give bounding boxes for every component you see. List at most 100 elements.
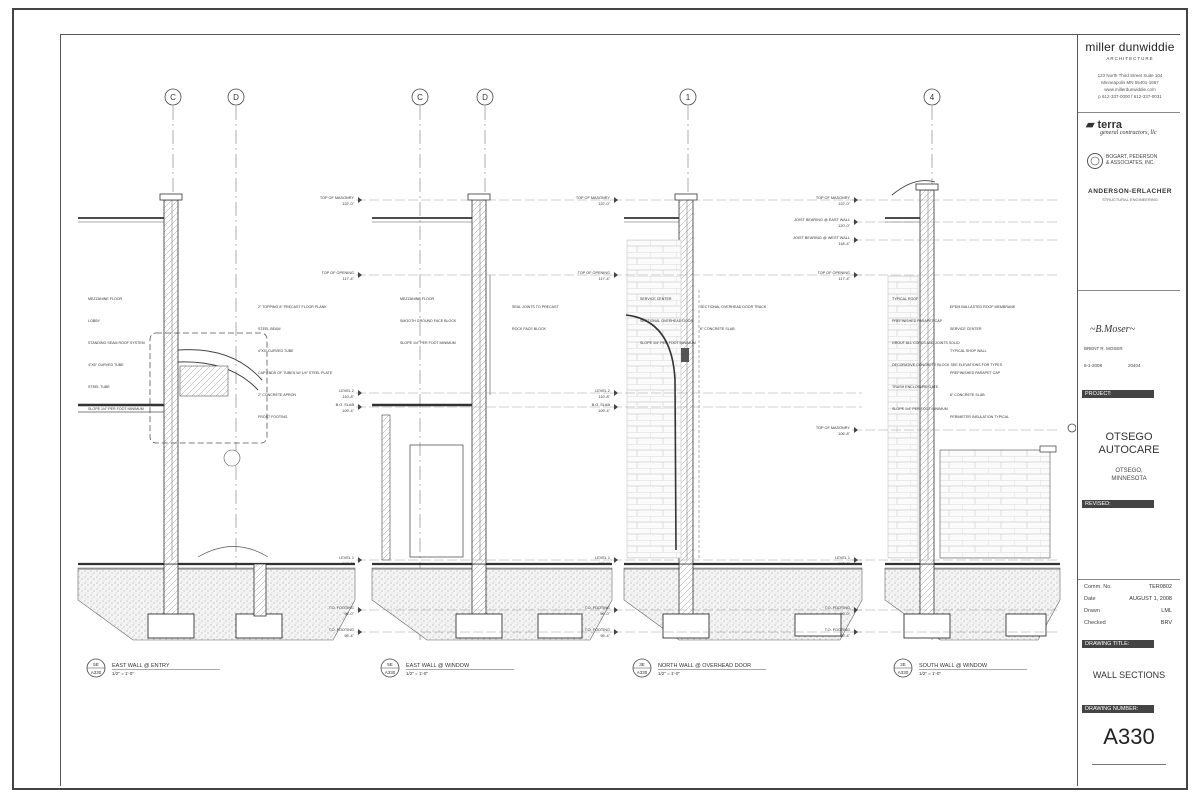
project-name-line1: OTSEGO [1105,431,1153,443]
canopy-detail-boundary [149,332,268,444]
grid-label: D [233,93,239,102]
divider [1078,290,1180,291]
section-note: 6" CONCRETE SLAB [950,393,985,397]
info-label: Checked [1084,620,1106,626]
section-note: DECORATIVE CONCRETE BLOCK SEE ELEVATIONS… [892,363,1003,367]
section-tag-sheet: A330 [91,670,102,675]
level-name: LEVEL 2 [595,389,610,393]
level-elevation: 122'-0" [598,202,610,206]
grid-bubble [923,88,941,106]
project-state: MINNESOTA [1111,476,1147,482]
consultant1-line2: & ASSOCIATES, INC. [1106,160,1155,166]
license-number: 20404 [1128,363,1141,368]
level-elevation: 122'-0" [838,202,850,206]
level-marker-icon [854,557,858,563]
level-elevation: 95'-4" [344,634,354,638]
section-note: SECTIONAL OVERHEAD DOOR [640,319,694,323]
level-elevation: 96'-0" [344,612,354,616]
block-wall-elevation [626,239,682,559]
level-marker-icon [358,404,362,410]
section-title: EAST WALL @ ENTRY [112,663,170,669]
masonry-wall [471,199,487,565]
consultant1-line1: BOGART, PEDERSON [1106,154,1158,160]
drawing-number-label: DRAWING NUMBER: [1082,705,1154,713]
level-marker-icon [854,607,858,613]
section-note: LOBBY [88,319,101,323]
section-note: 6" CONCRETE SLAB [700,327,735,331]
section-scale: 1/2" = 1'-0" [919,671,941,676]
section-note: MEZZANINE FLOOR [400,297,435,301]
project-city: OTSEGO, [1115,468,1143,474]
frost-footing-wall [253,563,267,617]
section-note: STANDING SEAM ROOF SYSTEM [88,341,145,345]
firm-name: miller dunwiddie [1085,40,1175,54]
level-elevation: 118'-4" [838,242,850,246]
section-scale: 1/2" = 1'-0" [658,671,680,676]
level-name: B.O. SLAB [592,403,611,407]
grid-bubble [679,88,697,106]
level-marker-icon [614,390,618,396]
sign-date: 8-1-2008 [1084,363,1103,368]
firm-address: 123 North Third Street Suite 104 Minneap… [1084,72,1176,100]
section-scale: 1/2" = 1'-0" [406,671,428,676]
level-name: B.O. SLAB [336,403,355,407]
consultant1-logo-icon [1087,153,1103,169]
signer-name: BRENT R. MOSER [1084,346,1123,351]
level-name: JOIST BEARING @ EAST WALL [794,218,850,222]
grid-label: C [170,93,176,102]
firm-website: www.millerdunwiddie.com [1104,87,1156,92]
section-note: SERVICE CENTER [640,297,672,301]
contractor-subtitle: general contractors, llc [1100,130,1157,136]
section-note: STEEL TUBE [88,385,110,389]
level-marker-icon [614,557,618,563]
level-marker-icon [358,197,362,203]
level-marker-icon [358,629,362,635]
section-title: EAST WALL @ WINDOW [406,663,470,669]
window-opening [409,444,464,558]
level-elevation: 117'-4" [838,277,850,281]
level-name: T.O. FOOTING [585,606,610,610]
level-name: TOP OF OPENING [321,271,354,275]
sheet-outer-border [12,8,1188,790]
divider [1078,112,1180,113]
level-name: T.O. FOOTING [825,606,850,610]
roof-flashing [891,180,936,196]
masonry-wall [163,199,179,565]
level-elevation: 110'-8" [342,395,354,399]
overhead-door-track [625,314,677,551]
level-name: TOP OF MASONRY [320,196,355,200]
level-elevation: 95'-4" [600,634,610,638]
level-marker-icon [854,427,858,433]
section-callout-bubble [223,449,241,467]
interior-wall [381,414,391,561]
graphic-scale-bar [1092,761,1166,765]
footing [147,613,195,639]
section-scale: 1/2" = 1'-0" [112,671,134,676]
level-marker-icon [854,629,858,635]
level-marker-icon [358,272,362,278]
level-marker-icon [614,272,618,278]
earth-fill [77,567,356,641]
enclosure-parapet-cap [1039,445,1057,453]
level-name: JOIST BEARING @ WEST WALL [793,236,850,240]
level-elevation: 109'-4" [342,409,354,413]
level-name: TOP OF MASONRY [816,196,851,200]
level-marker-icon [614,404,618,410]
level-elevation: 96'-0" [840,612,850,616]
exterior-footing [1005,613,1047,637]
level-name: TOP OF MASONRY [576,196,611,200]
level-elevation: 95'-4" [840,634,850,638]
level-name: T.O. FOOTING [329,628,354,632]
info-row: Comm. No.TER0802 [1084,584,1172,590]
level-name: T.O. FOOTING [585,628,610,632]
contractor-logo: ▰ terra [1086,119,1122,131]
firm-phone: p 612-337-0000 f 612-337-0031 [1098,94,1162,99]
level-marker-icon [854,197,858,203]
north-arrow-icon [1067,423,1076,433]
trash-enclosure-wall [939,449,1051,559]
